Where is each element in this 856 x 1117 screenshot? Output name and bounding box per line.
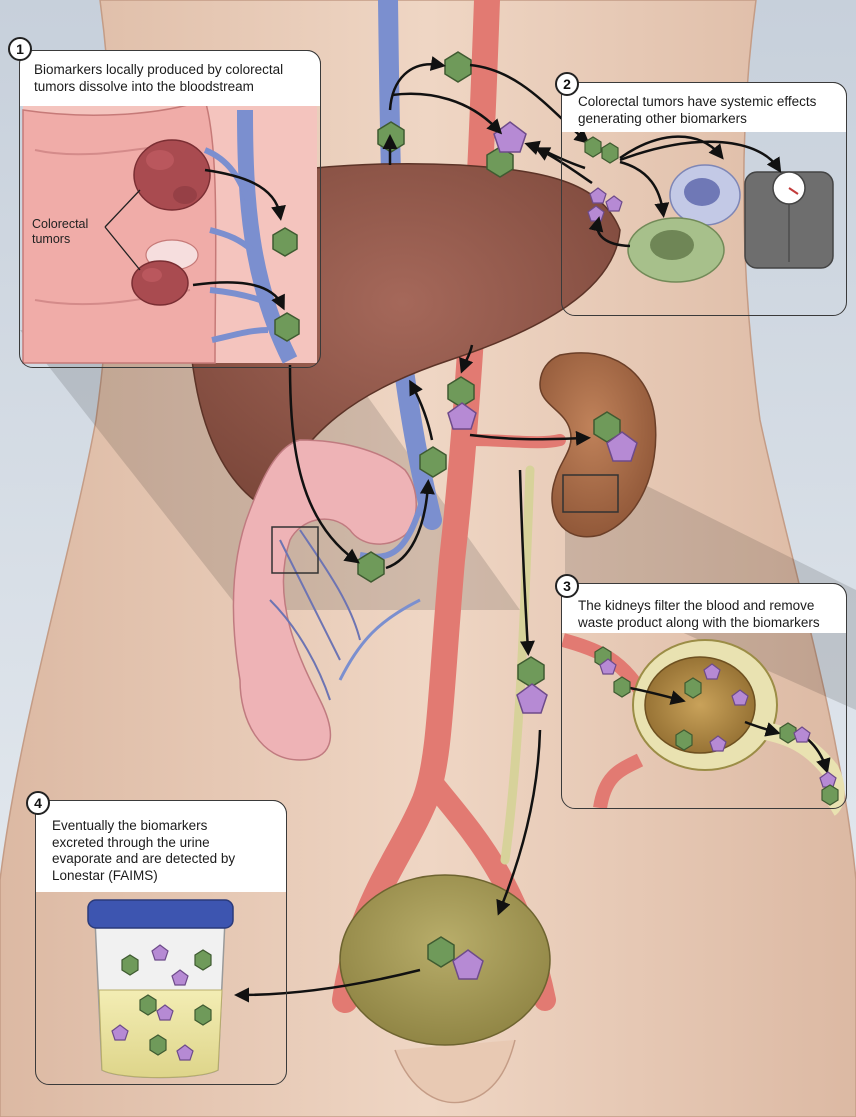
step-badge-2: 2 <box>555 72 579 96</box>
panel-1-text: Biomarkers locally produced by colorecta… <box>34 62 314 95</box>
step-badge-3: 3 <box>555 574 579 598</box>
panel-3-text: The kidneys filter the blood and remove … <box>578 598 846 631</box>
panel-4-header: Eventually the biomarkers excreted throu… <box>35 800 287 892</box>
panel-2-text: Colorectal tumors have systemic effects … <box>578 94 840 127</box>
panel-1-header: Biomarkers locally produced by colorecta… <box>19 50 321 106</box>
tumor-label: Colorectal tumors <box>32 217 88 247</box>
tumor-label-line1: Colorectal <box>32 217 88 231</box>
step-badge-1: 1 <box>8 37 32 61</box>
tumor-label-line2: tumors <box>32 232 70 246</box>
panel-4-text: Eventually the biomarkers excreted throu… <box>52 818 262 884</box>
step-badge-4: 4 <box>26 791 50 815</box>
panel-3-header: The kidneys filter the blood and remove … <box>561 583 847 633</box>
panel-2-header: Colorectal tumors have systemic effects … <box>561 82 847 132</box>
